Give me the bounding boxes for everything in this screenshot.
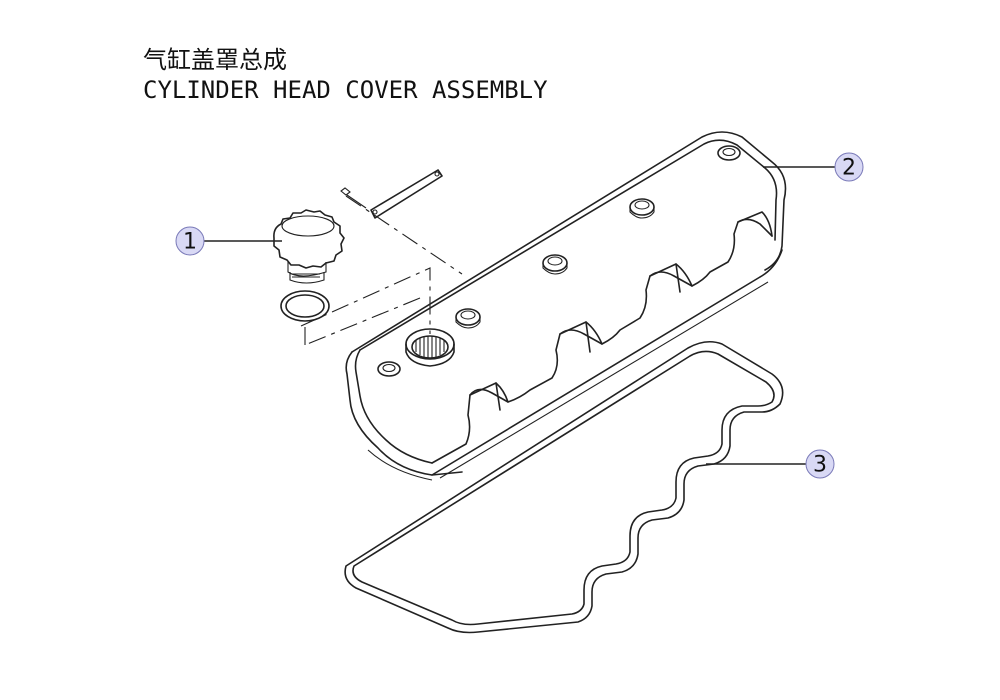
title-english: CYLINDER HEAD COVER ASSEMBLY xyxy=(143,76,548,104)
oil-filler-cap[interactable] xyxy=(273,209,345,284)
cylinder-head-cover[interactable] xyxy=(345,131,787,481)
callout-2[interactable]: 2 xyxy=(763,152,864,182)
callout-number: 2 xyxy=(842,156,856,181)
bolt-boss xyxy=(717,145,741,161)
callout-balloon xyxy=(805,449,835,479)
callout-balloon xyxy=(834,152,864,182)
bolt-boss xyxy=(542,254,568,275)
bolt-boss xyxy=(377,361,401,377)
o-ring[interactable] xyxy=(280,290,330,322)
cover-gasket[interactable] xyxy=(344,340,784,634)
callout-1[interactable]: 1 xyxy=(175,226,282,256)
bolt-boss xyxy=(455,308,481,329)
callout-number: 3 xyxy=(813,453,827,478)
title-chinese: 气缸盖罩总成 xyxy=(143,46,287,74)
callout-3[interactable]: 3 xyxy=(706,449,835,479)
bolt-boss xyxy=(629,198,655,219)
callout-number: 1 xyxy=(183,230,197,255)
callout-balloon xyxy=(175,226,205,256)
bracket-plate xyxy=(340,169,443,219)
